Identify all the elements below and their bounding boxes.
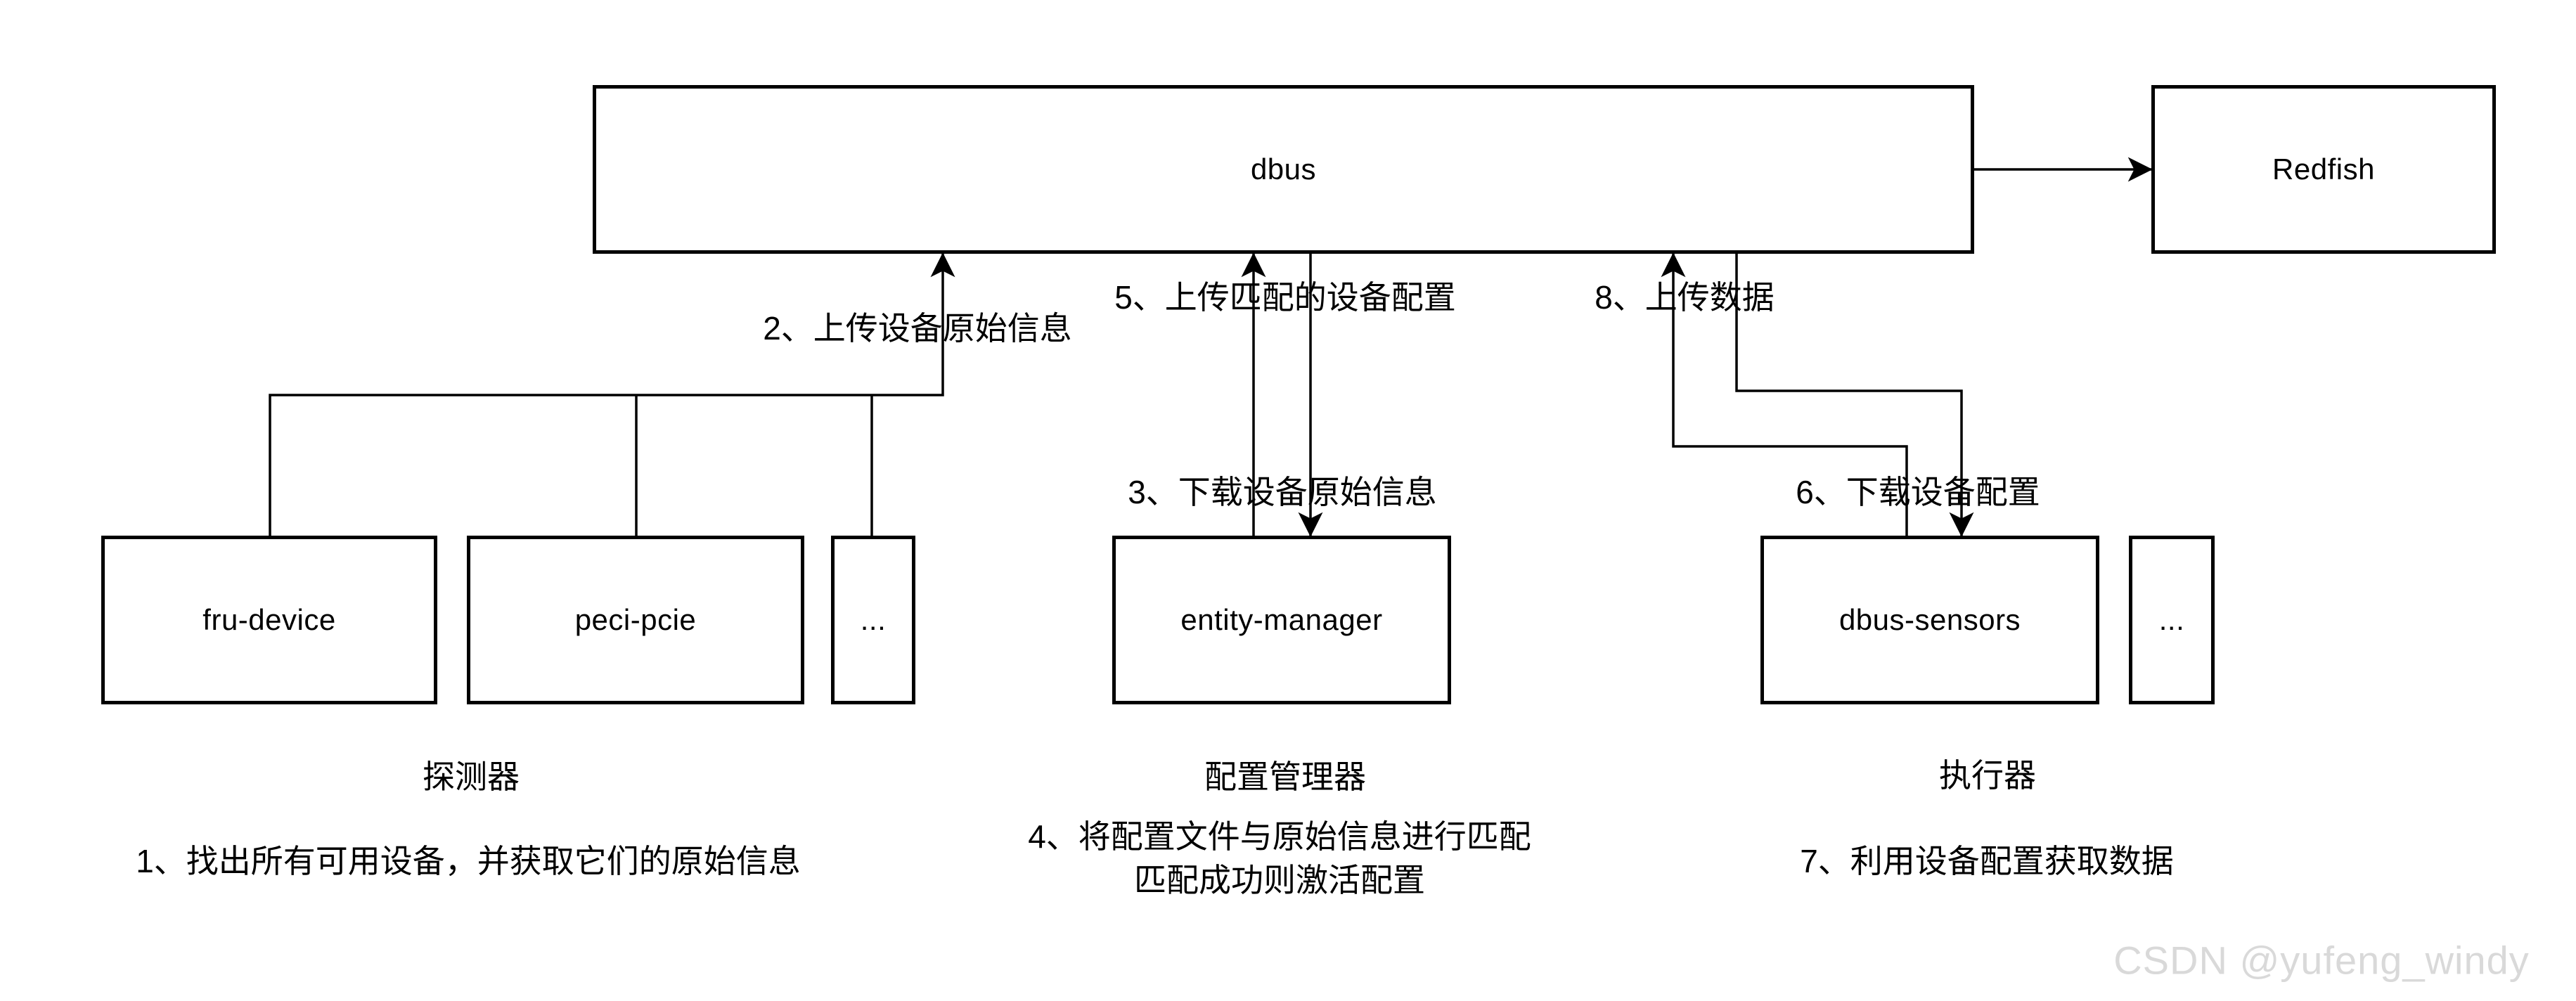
node-dbus-sensors-label: dbus-sensors: [1838, 603, 2021, 636]
connector-step6-download-config: [1735, 254, 1974, 537]
edge-label-step5: 5、上传匹配的设备配置: [1114, 279, 1456, 316]
node-executor-ellipsis-label: ...: [2158, 603, 2185, 636]
group-label-detector: 探测器: [423, 758, 520, 795]
node-peci-pcie: peci-pcie: [467, 536, 804, 704]
node-entity-manager: entity-manager: [1112, 536, 1451, 704]
group-label-executor: 执行器: [1939, 757, 2036, 794]
node-dbus: dbus: [593, 85, 1974, 254]
node-detector-ellipsis: ...: [831, 536, 915, 704]
group-label-config-manager: 配置管理器: [1204, 758, 1366, 795]
node-detector-ellipsis-label: ...: [860, 603, 887, 636]
note-step4-line1: 4、将配置文件与原始信息进行匹配: [1028, 818, 1531, 855]
edge-label-step2: 2、上传设备原始信息: [763, 310, 1072, 347]
note-step1: 1、找出所有可用设备，并获取它们的原始信息: [136, 843, 801, 879]
note-step7: 7、利用设备配置获取数据: [1800, 843, 2174, 879]
node-redfish: Redfish: [2151, 85, 2496, 254]
node-dbus-sensors: dbus-sensors: [1760, 536, 2099, 704]
note-step4: 4、将配置文件与原始信息进行匹配 匹配成功则激活配置: [1028, 815, 1531, 902]
edge-label-step6: 6、下载设备配置: [1796, 474, 2040, 510]
node-redfish-label: Redfish: [2272, 153, 2375, 186]
connector-step8-upload-data: [1661, 252, 1908, 536]
node-fru-device-label: fru-device: [202, 603, 336, 636]
node-entity-manager-label: entity-manager: [1180, 603, 1383, 636]
node-peci-pcie-label: peci-pcie: [574, 603, 697, 636]
connector-step2-upload-raw-info: [269, 252, 955, 536]
edge-label-step3: 3、下载设备原始信息: [1128, 474, 1437, 510]
edge-label-step8: 8、上传数据: [1595, 279, 1775, 316]
node-executor-ellipsis: ...: [2129, 536, 2215, 704]
node-fru-device: fru-device: [101, 536, 437, 704]
csdn-watermark: CSDN @yufeng_windy: [2113, 938, 2530, 983]
note-step4-line2: 匹配成功则激活配置: [1134, 862, 1425, 898]
node-dbus-label: dbus: [1250, 153, 1317, 186]
